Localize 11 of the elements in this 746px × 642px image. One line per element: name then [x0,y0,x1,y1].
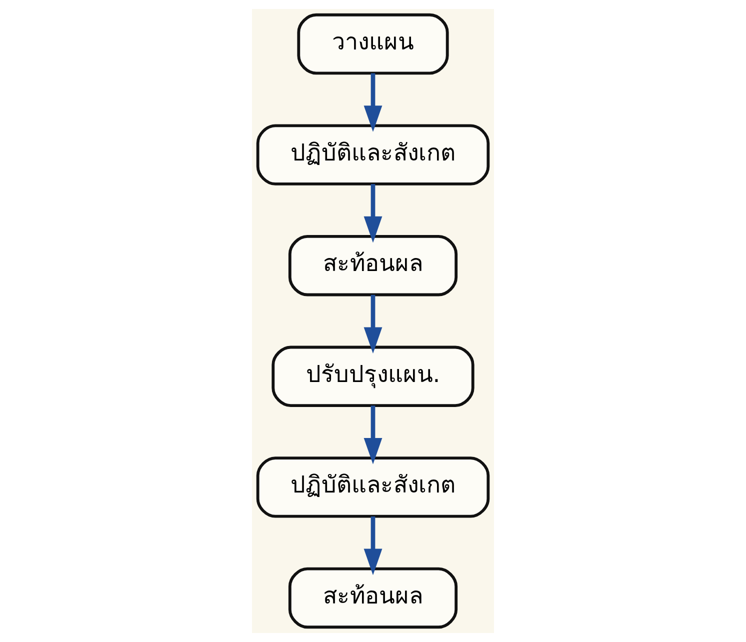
arrow [364,294,382,354]
node-box: สะท้อนผล [288,234,458,296]
arrow [364,184,382,243]
node-box: ปฏิบัติและสังเกต [256,124,490,186]
arrow [364,73,382,132]
arrow [364,516,382,576]
node-box: วางแผน [297,13,449,75]
node-box: สะท้อนผล [288,567,458,629]
node-box: ปฏิบัติและสังเกต [256,456,490,518]
node-box: ปรับปรุงแผน. [272,346,474,408]
arrow [364,406,382,464]
